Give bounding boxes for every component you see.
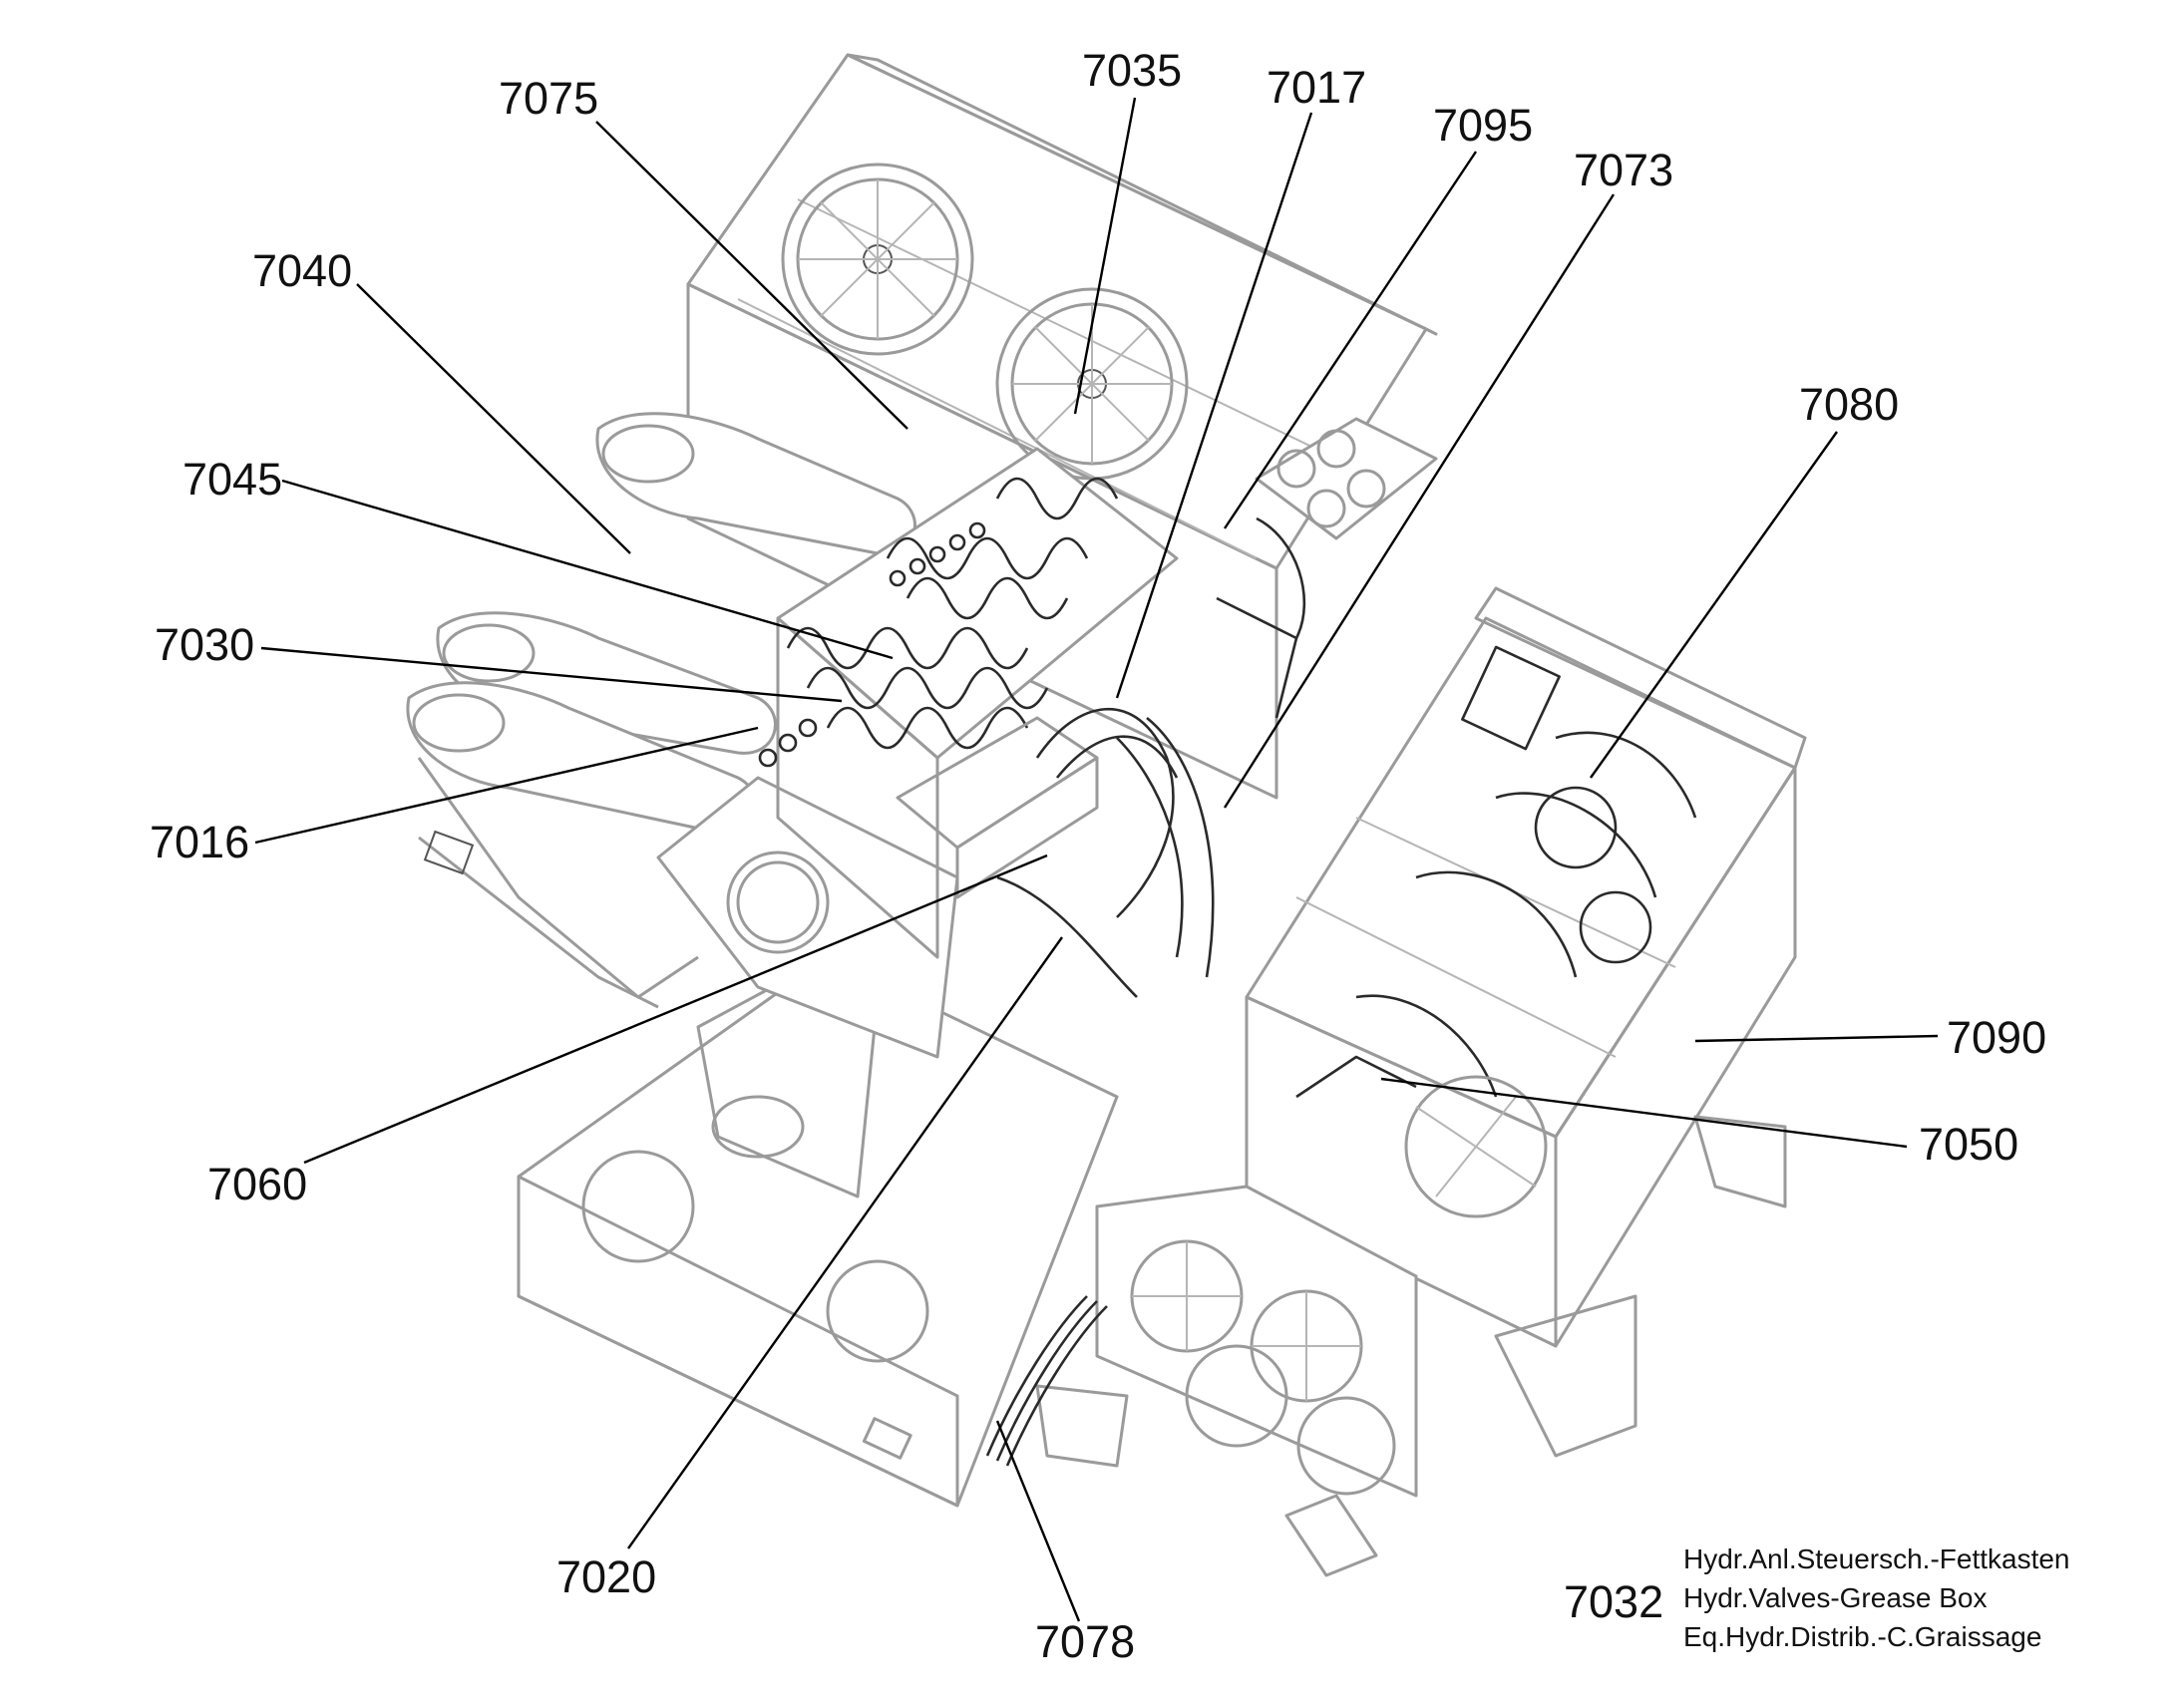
callout-7075: 7075 [499, 73, 598, 124]
leader-line-7030 [260, 646, 843, 703]
gauge-panel [1255, 417, 1438, 540]
leader-line-7050 [1380, 1077, 1908, 1149]
callout-7080: 7080 [1799, 379, 1899, 430]
callout-7030: 7030 [155, 619, 254, 670]
rear-cooler-housing [686, 53, 1438, 800]
callout-7035: 7035 [1082, 45, 1182, 96]
leader-line-7040 [356, 283, 631, 554]
leader-line-7016 [254, 726, 759, 845]
hose-bundle [996, 516, 1306, 998]
outriggers [423, 830, 1787, 1577]
valve-block-bank [758, 447, 1179, 959]
leader-line-7075 [595, 121, 908, 430]
leader-lines [254, 97, 1939, 1622]
callout-7017: 7017 [1267, 62, 1366, 113]
group-number: 7032 [1564, 1576, 1663, 1627]
leader-line-7020 [627, 936, 1063, 1549]
callout-7050: 7050 [1919, 1119, 2018, 1170]
leader-line-7017 [1115, 112, 1313, 699]
callout-7078: 7078 [1035, 1616, 1135, 1667]
callout-7016: 7016 [150, 817, 249, 867]
group-caption: 7032 Hydr.Anl.Steuersch.-Fettkasten Hydr… [1564, 1543, 2070, 1652]
callout-7020: 7020 [556, 1551, 656, 1602]
lower-cable-run [985, 1295, 1108, 1467]
callout-7095: 7095 [1433, 100, 1533, 151]
right-frame-module [1245, 586, 1807, 1348]
leader-line-7073 [1223, 193, 1616, 809]
caption-line-en: Hydr.Valves-Grease Box [1683, 1582, 1988, 1613]
leader-line-7060 [303, 854, 1048, 1165]
caption-line-fr: Eq.Hydr.Distrib.-C.Graissage [1683, 1621, 2041, 1652]
callout-labels: 7035 7017 7075 7095 7073 7040 7080 7045 7030 7016… [150, 45, 2046, 1667]
caption-line-de: Hydr.Anl.Steuersch.-Fettkasten [1683, 1543, 2070, 1574]
central-tank [656, 776, 959, 1059]
machine-line-art [406, 53, 1807, 1577]
callout-7060: 7060 [207, 1159, 307, 1209]
leader-line-7080 [1590, 431, 1838, 779]
callout-7045: 7045 [182, 454, 282, 505]
front-fan-radiator [1095, 1185, 1418, 1498]
callout-7073: 7073 [1574, 145, 1673, 195]
callout-7040: 7040 [252, 245, 352, 296]
leader-line-7045 [281, 479, 894, 660]
leader-line-7078 [995, 1420, 1081, 1622]
leader-line-7090 [1694, 1034, 1939, 1043]
left-boom-arms [406, 412, 916, 1009]
callout-7090: 7090 [1947, 1012, 2046, 1063]
leader-line-7095 [1224, 151, 1477, 529]
leader-line-7035 [1073, 97, 1137, 415]
